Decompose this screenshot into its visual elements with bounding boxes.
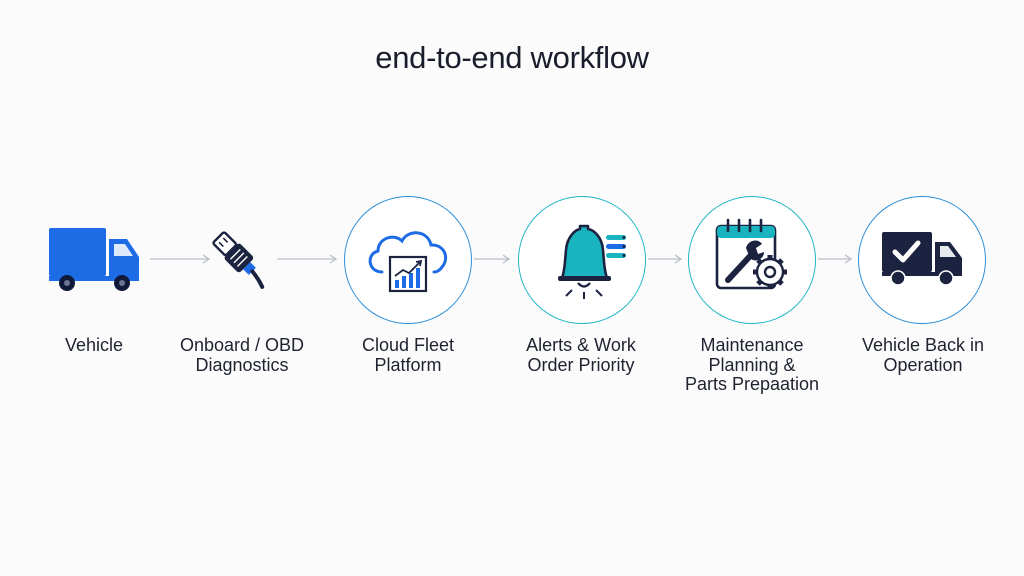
step-label-vehicle-back-in-operation: Vehicle Back in Operation <box>861 335 985 375</box>
flow-arrow <box>150 252 212 270</box>
step-label-maintenance-planning: Maintenance Planning & Parts Prepaation <box>684 335 820 394</box>
calendar-wrench-gear-icon <box>712 216 796 298</box>
flow-arrow <box>277 252 339 270</box>
step-label-vehicle: Vehicle <box>64 335 124 355</box>
truck-icon <box>47 225 141 293</box>
flow-arrow <box>818 252 854 270</box>
flow-arrow <box>474 252 512 270</box>
step-label-alerts-work-order: Alerts & Work Order Priority <box>526 335 636 375</box>
step-label-cloud-fleet-platform: Cloud Fleet Platform <box>361 335 455 375</box>
flow-arrow <box>648 252 684 270</box>
step-label-onboard-diagnostics: Onboard / OBD Diagnostics <box>179 335 305 375</box>
diagram-title: end-to-end workflow <box>375 40 649 75</box>
bell-icon <box>548 220 632 302</box>
obd-connector-icon <box>209 230 273 290</box>
cloud-chart-icon <box>362 224 454 296</box>
truck-check-icon <box>880 230 966 288</box>
